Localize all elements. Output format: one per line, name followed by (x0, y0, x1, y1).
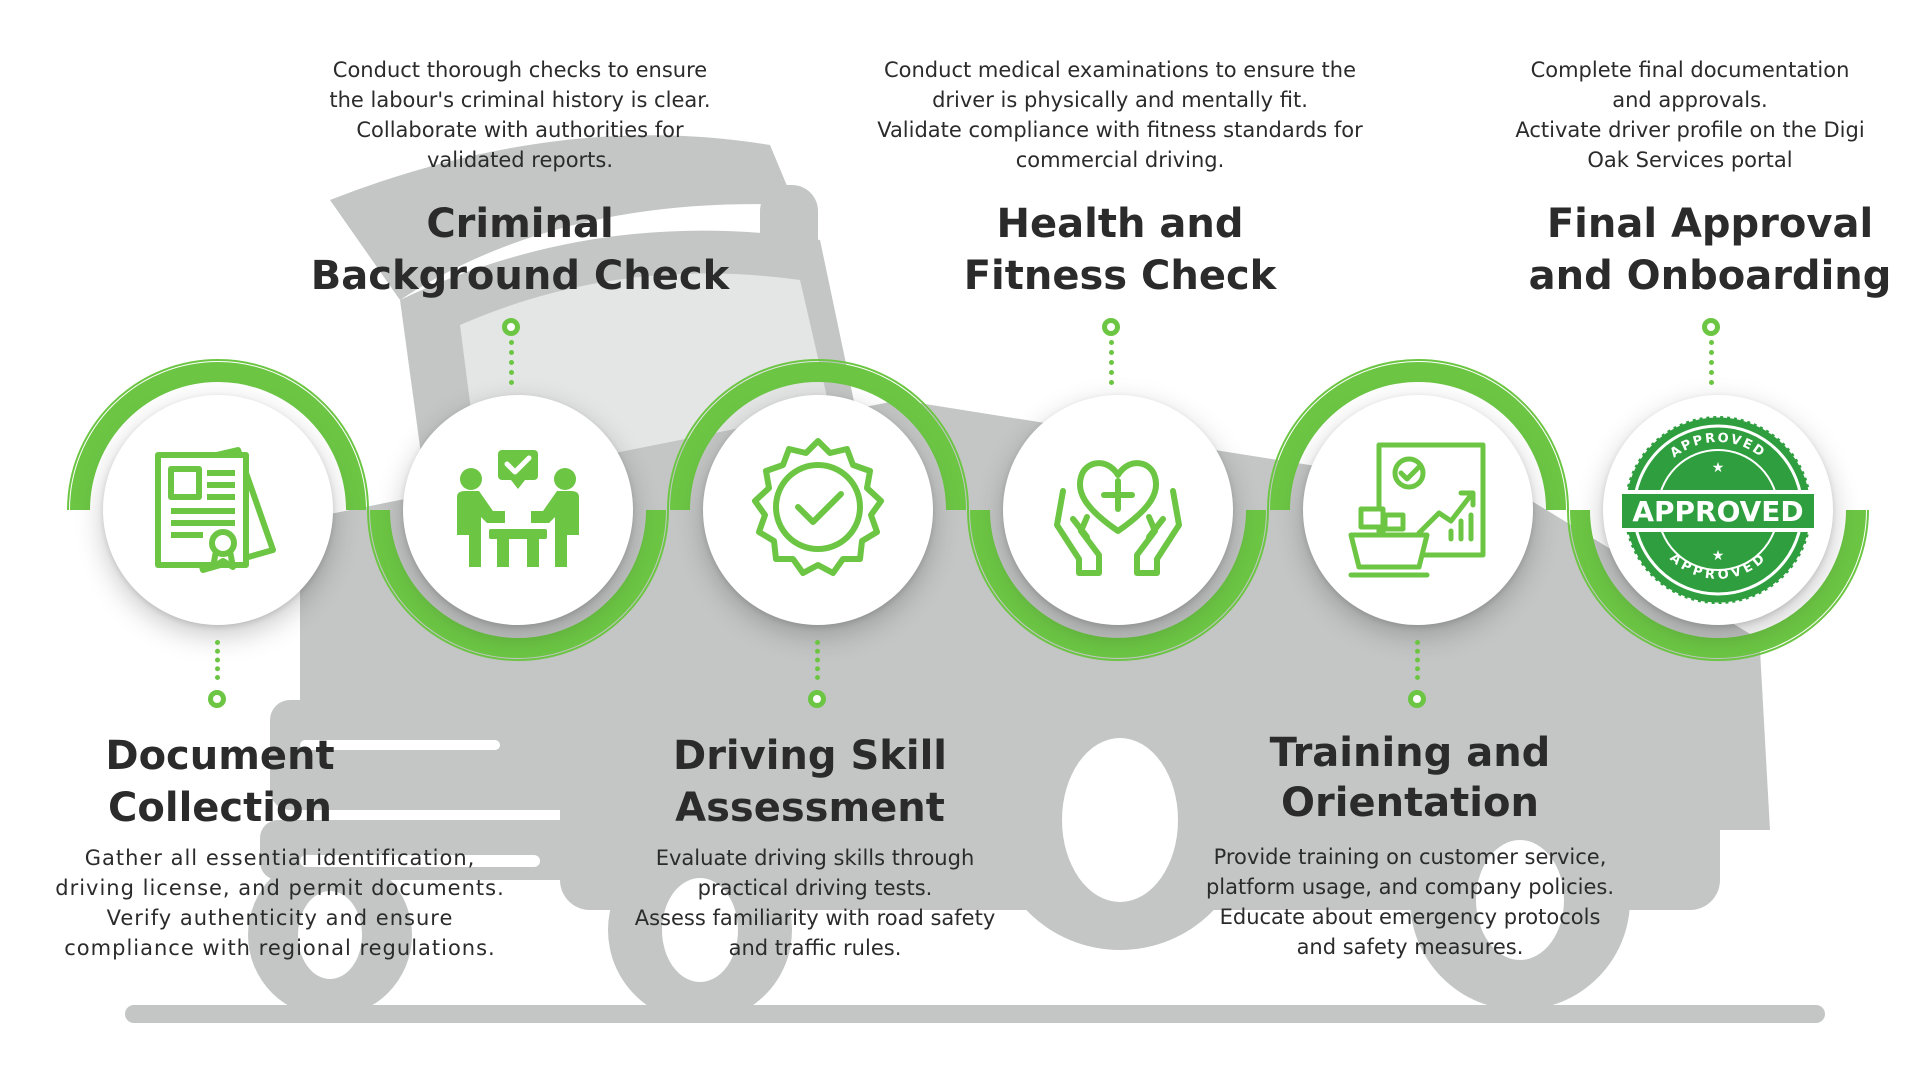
step-3-title: Driving Skill Assessment (672, 733, 947, 831)
step-2-connector (509, 340, 514, 385)
step-5-dot (1408, 690, 1426, 708)
step-2-description: Conduct thorough checks to ensure the la… (329, 58, 711, 172)
step-2-title: Criminal Background Check (310, 201, 730, 299)
step-4-dot (1102, 318, 1120, 336)
step-4-title: Health and Fitness Check (963, 201, 1277, 299)
step-1-dot (208, 690, 226, 708)
step-6-circle: APPROVED APPROVED ★ ★ APPROVED (1603, 395, 1833, 625)
step-3-connector (815, 640, 820, 680)
stamp-star-bottom: ★ (1712, 548, 1725, 564)
team-meeting-icon (457, 450, 579, 567)
step-4-description: Conduct medical examinations to ensure t… (877, 58, 1363, 172)
document-certificate-icon (155, 447, 276, 573)
step-6-dot (1702, 318, 1720, 336)
step-3-description: Evaluate driving skills through practica… (634, 846, 996, 960)
step-1-description: Gather all essential identification, dri… (55, 846, 505, 960)
step-5-title: Training and Orientation (1269, 730, 1551, 826)
step-5-circle (1303, 395, 1533, 625)
step-1-title: Document Collection (105, 733, 335, 831)
step-1-connector (215, 640, 220, 680)
heart-hands-icon (1054, 460, 1182, 576)
step-6-description: Complete final documentation and approva… (1515, 58, 1865, 172)
step-5-description: Provide training on customer service, pl… (1205, 845, 1615, 959)
training-chart-icon (1348, 442, 1486, 578)
stamp-main-text: APPROVED (1632, 495, 1803, 528)
step-3-circle (703, 395, 933, 625)
step-6-title: Final Approval and Onboarding (1528, 201, 1892, 299)
step-4-circle (1003, 395, 1233, 625)
step-6-connector (1709, 340, 1714, 385)
step-1-circle (103, 395, 333, 625)
stamp-star-top: ★ (1712, 460, 1725, 476)
approved-stamp-icon: APPROVED APPROVED ★ ★ APPROVED (1618, 414, 1818, 606)
step-2-circle (403, 395, 633, 625)
step-5-connector (1415, 640, 1420, 680)
check-badge-icon (752, 438, 884, 576)
step-4-connector (1109, 340, 1114, 385)
step-2-dot (502, 318, 520, 336)
step-3-dot (808, 690, 826, 708)
